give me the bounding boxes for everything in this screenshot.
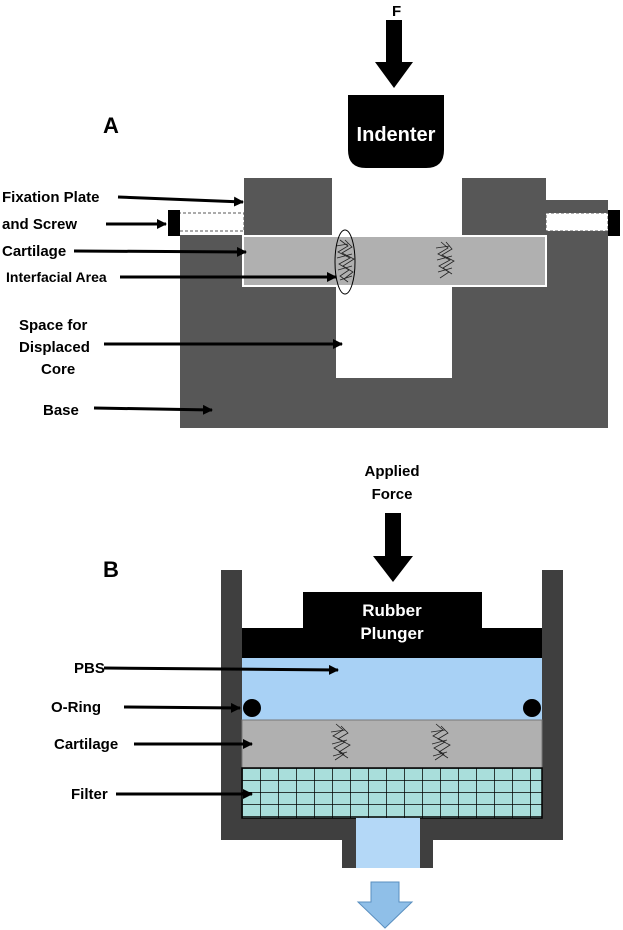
label-oring: O-Ring [51,699,101,716]
interfacial-area-left [335,239,355,283]
arrow-oring [123,702,241,713]
applied-force-2: Force [372,486,413,503]
label-fixation-1: Fixation Plate [2,189,100,206]
label-interfacial: Interfacial Area [6,269,107,285]
force-arrow-a [375,20,413,88]
arrow-base [93,404,213,415]
label-space-3: Core [41,361,75,378]
label-base: Base [43,402,79,419]
interfacial-area-right [435,241,455,279]
screw-head-left [168,210,180,236]
screw-head-right [608,210,620,236]
indenter-label: Indenter [357,124,436,146]
arrow-fixation [117,195,244,207]
filter-layer [241,767,543,819]
label-cartilage-b: Cartilage [54,736,118,753]
leader-arrows-a [73,195,343,415]
force-label-f: F [392,3,401,20]
arrow-cartilage-a [73,246,247,257]
plunger-label-2: Plunger [360,624,424,643]
cartilage-b-scribbles [330,723,451,761]
panel-b-letter: B [103,557,119,582]
arrow-pbs [103,664,339,675]
screw-left [177,212,245,232]
interfacial-ellipse [334,229,356,295]
panel-a: A F Indenter [2,3,620,428]
panel-b: B Applied Force Rubber Plunger [51,463,563,929]
base-block [180,235,608,428]
force-arrow-b [373,513,413,582]
label-cartilage-a: Cartilage [2,243,66,260]
label-space-1: Space for [19,317,88,334]
plunger-label-1: Rubber [362,601,422,620]
label-pbs: PBS [74,660,105,677]
screw-right [545,212,609,232]
rubber-plunger [242,592,542,658]
pbs-layer [242,658,542,720]
panel-a-letter: A [103,113,119,138]
fixation-plate-right [462,178,546,236]
oring-left [243,699,261,717]
outflow-channel [356,818,420,868]
oring-right [523,699,541,717]
applied-force-1: Applied [365,463,420,480]
label-filter: Filter [71,786,108,803]
label-space-2: Displaced [19,339,90,356]
fixation-plate-left [244,178,332,236]
outflow-arrow [356,881,414,929]
cartilage-b [241,719,543,769]
container [221,570,563,868]
indenter [348,95,444,168]
leader-arrows-b [103,664,339,799]
label-fixation-2: and Screw [2,216,77,233]
